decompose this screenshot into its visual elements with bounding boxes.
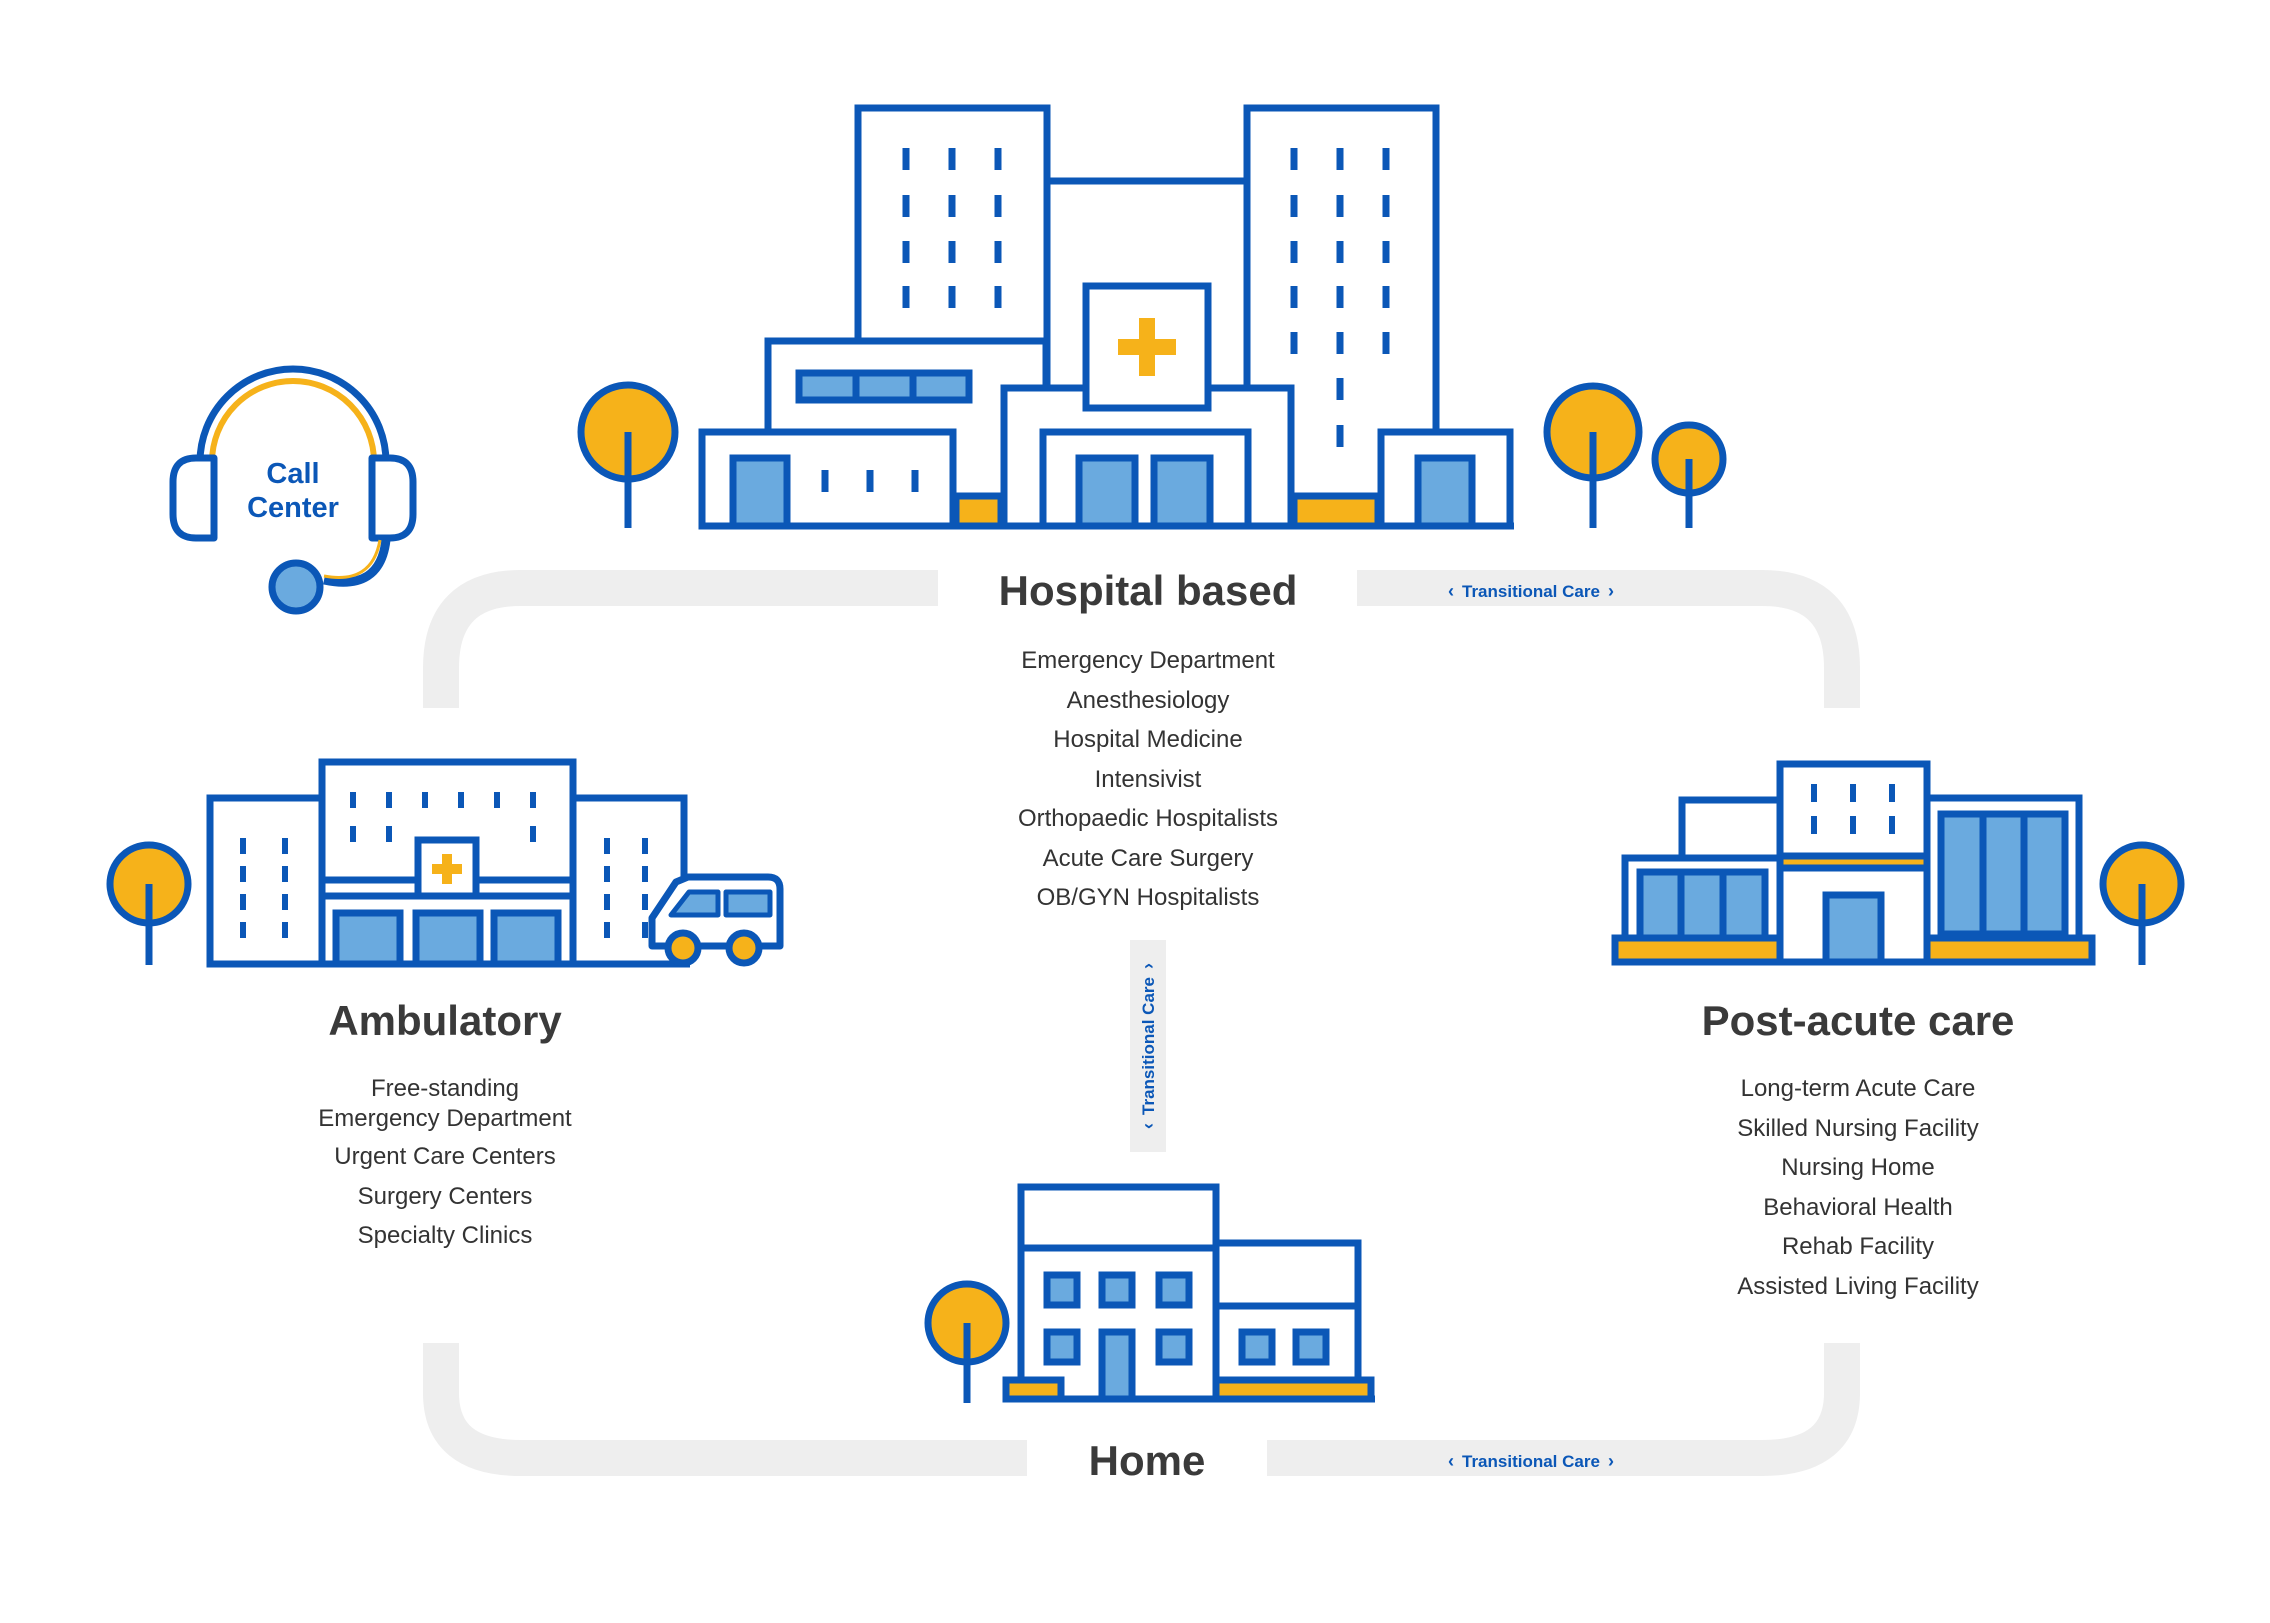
tree-icon <box>924 1280 1010 1403</box>
service-item: Emergency Department <box>1021 647 1275 674</box>
transitional-care-label-vertical: ‹ Transitional Care › <box>1138 955 1158 1137</box>
track-top-right <box>1357 570 1860 708</box>
tree-icon <box>577 381 679 528</box>
chevron-left-icon: ‹ <box>1448 581 1454 601</box>
post-acute-facility-icon <box>1611 760 2096 966</box>
tree-icon <box>2099 841 2185 965</box>
service-item: Assisted Living Facility <box>1737 1272 1979 1300</box>
service-item: Anesthesiology <box>1066 686 1230 714</box>
chevron-left-icon: ‹ <box>1138 1122 1158 1129</box>
post-acute-windows <box>1811 784 1895 834</box>
service-item: Nursing Home <box>1781 1154 1935 1181</box>
service-item: Urgent Care Centers <box>334 1143 556 1170</box>
medical-cross-icon <box>432 854 462 884</box>
service-item: Behavioral Health <box>1763 1193 1953 1221</box>
chevron-right-icon: › <box>1138 963 1158 970</box>
service-item: Intensivist <box>1094 765 1202 793</box>
track-bottom-right <box>1267 1343 1860 1476</box>
track-bottom-left <box>423 1343 1027 1476</box>
medical-cross-icon <box>1118 318 1176 376</box>
service-item: Free-standing Emergency Department <box>318 1075 572 1132</box>
transitional-care-text: Transitional Care <box>1462 1452 1600 1471</box>
transitional-care-text: Transitional Care <box>1462 582 1600 601</box>
transition-track <box>423 570 1860 1476</box>
tree-icon <box>106 841 192 965</box>
chevron-right-icon: › <box>1607 581 1614 601</box>
house-icon <box>1002 1183 1375 1403</box>
call-center-label: Call Center <box>247 458 339 524</box>
ambulatory-title: Ambulatory <box>328 997 562 1044</box>
clinic-windows <box>240 792 648 938</box>
transitional-care-text: Transitional Care <box>1139 977 1158 1115</box>
service-item: Hospital Medicine <box>1053 726 1243 753</box>
service-item: Surgery Centers <box>357 1182 533 1210</box>
service-item: OB/GYN Hospitalists <box>1036 884 1260 911</box>
transitional-care-label-bottom: ‹ Transitional Care › <box>1440 1452 1622 1470</box>
ambulance-van-icon <box>648 873 784 967</box>
home-title: Home <box>1088 1437 1206 1484</box>
service-item: Acute Care Surgery <box>1042 844 1254 872</box>
hospital-building-icon <box>698 104 1514 530</box>
headset-icon <box>169 365 417 615</box>
service-item: Specialty Clinics <box>357 1222 533 1249</box>
service-item: Orthopaedic Hospitalists <box>1017 805 1279 832</box>
hospital-based-title: Hospital based <box>998 567 1298 614</box>
service-item: Long-term Acute Care <box>1740 1075 1976 1102</box>
tree-icon <box>1543 382 1643 528</box>
hospital-windows <box>821 148 1390 492</box>
service-item: Rehab Facility <box>1781 1233 1935 1260</box>
chevron-right-icon: › <box>1607 1451 1614 1471</box>
service-item: Skilled Nursing Facility <box>1737 1114 1979 1142</box>
post-acute-title: Post-acute care <box>1701 997 2015 1044</box>
track-top-left <box>423 570 938 708</box>
track-vertical <box>1130 940 1166 1152</box>
tree-icon <box>1651 421 1727 528</box>
transitional-care-label-top: ‹ Transitional Care › <box>1440 582 1622 600</box>
chevron-left-icon: ‹ <box>1448 1451 1454 1471</box>
